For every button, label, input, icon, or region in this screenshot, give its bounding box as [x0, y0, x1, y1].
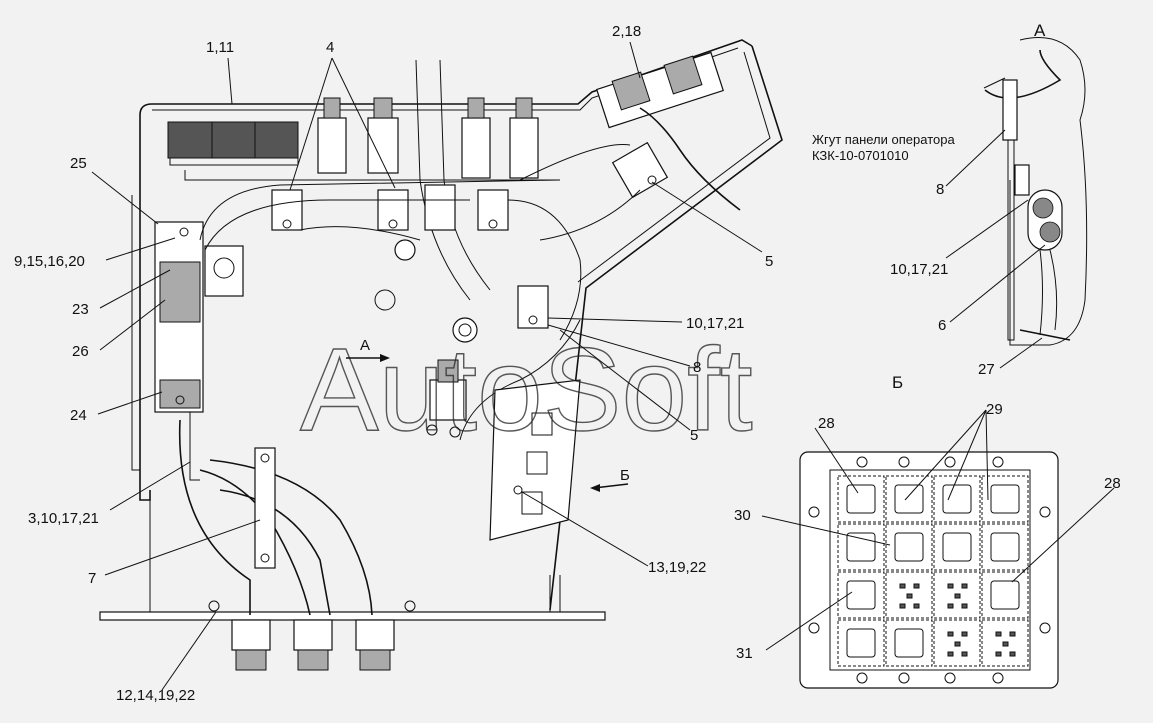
callout-27: 27 [978, 361, 995, 378]
relay-cover [894, 628, 924, 658]
callout-8-right: 8 [936, 181, 944, 198]
callout-2-18: 2,18 [612, 23, 641, 40]
relay-socket [885, 475, 933, 523]
relay-pin [899, 583, 906, 589]
callout-10-17-21-right: 10,17,21 [890, 261, 948, 278]
callout-31: 31 [736, 645, 753, 662]
left-terminal-strip [154, 221, 244, 481]
relay-socket [885, 523, 933, 571]
relay-socket [837, 475, 885, 523]
relay-pin [947, 603, 954, 609]
callout-24: 24 [70, 407, 87, 424]
watermark-text: AutoSoft [300, 324, 753, 456]
relay-socket [933, 571, 981, 619]
callout-25: 25 [70, 155, 87, 172]
callout-23: 23 [72, 301, 89, 318]
callout-26: 26 [72, 343, 89, 360]
relay-pin [899, 603, 906, 609]
relay-socket [933, 475, 981, 523]
callout-12-14-19-22: 12,14,19,22 [116, 687, 195, 704]
callout-8-mid: 8 [693, 359, 701, 376]
bottom-connectors [208, 600, 416, 671]
relay-socket [981, 619, 1029, 667]
relay-pin [961, 603, 968, 609]
relay-pin [1009, 651, 1016, 657]
cable-clamps [271, 141, 669, 231]
callouts: 1,11 4 2,18 25 9,15,16,20 23 26 24 3,10,… [14, 21, 1121, 704]
relay-socket [981, 571, 1029, 619]
relay-pin [913, 583, 920, 589]
relay-socket [885, 571, 933, 619]
callout-29: 29 [986, 401, 1003, 418]
callout-3-10-17-21: 3,10,17,21 [28, 510, 99, 527]
callout-28-right: 28 [1104, 475, 1121, 492]
relay-pin [906, 593, 913, 599]
relay-cover [990, 484, 1020, 514]
callout-4: 4 [326, 39, 334, 56]
harness-note-line2: КЗК-10-0701010 [812, 148, 909, 163]
relay-cover [846, 484, 876, 514]
leader-lines [91, 41, 1115, 691]
relay-cover [942, 484, 972, 514]
view-b-title: Б [892, 373, 903, 392]
relay-cover [942, 532, 972, 562]
cabinet-frame [99, 39, 783, 621]
relay-cover [990, 532, 1020, 562]
relay-pin [947, 583, 954, 589]
relay-socket [837, 571, 885, 619]
top-connector-block [167, 121, 299, 166]
relay-socket [837, 523, 885, 571]
view-arrow-a-label: А [360, 337, 370, 354]
callout-5-mid: 5 [690, 427, 698, 444]
relay-socket [981, 475, 1029, 523]
relay-pin [961, 583, 968, 589]
relay-pin [961, 631, 968, 637]
view-a-detail [984, 37, 1088, 346]
relay-pin [1002, 641, 1009, 647]
relay-pin [947, 651, 954, 657]
harness-note-line1: Жгут панели оператора [812, 132, 955, 147]
connector-2-18 [596, 51, 741, 211]
relay-pin [947, 631, 954, 637]
callout-30: 30 [734, 507, 751, 524]
callout-28-left: 28 [818, 415, 835, 432]
view-arrow-b-label: Б [620, 467, 630, 484]
relay-cover [846, 628, 876, 658]
relay-socket [981, 523, 1029, 571]
relay-grid [837, 475, 1029, 667]
relay-panel [489, 379, 581, 541]
callout-9-15-16-20: 9,15,16,20 [14, 253, 85, 270]
harness-bundle [178, 419, 373, 616]
relay-cover [894, 532, 924, 562]
relay-pin [995, 631, 1002, 637]
relay-socket [933, 619, 981, 667]
relay-pin [954, 641, 961, 647]
callout-7: 7 [88, 570, 96, 587]
callout-5-top: 5 [765, 253, 773, 270]
callout-13-19-22: 13,19,22 [648, 559, 706, 576]
callout-10-17-21-mid: 10,17,21 [686, 315, 744, 332]
cable-riser [415, 59, 491, 301]
relay-pin [954, 593, 961, 599]
relay-cover [894, 484, 924, 514]
view-a-title: А [1034, 21, 1046, 40]
callout-6: 6 [938, 317, 946, 334]
relay-socket [837, 619, 885, 667]
relay-pin [961, 651, 968, 657]
relay-socket [933, 523, 981, 571]
relay-socket [885, 619, 933, 667]
relay-pin [995, 651, 1002, 657]
relay-pin [1009, 631, 1016, 637]
relay-cover [990, 580, 1020, 610]
callout-1-11: 1,11 [206, 39, 234, 56]
relay-pin [913, 603, 920, 609]
internal-wiring [199, 143, 641, 441]
relay-cover [846, 532, 876, 562]
